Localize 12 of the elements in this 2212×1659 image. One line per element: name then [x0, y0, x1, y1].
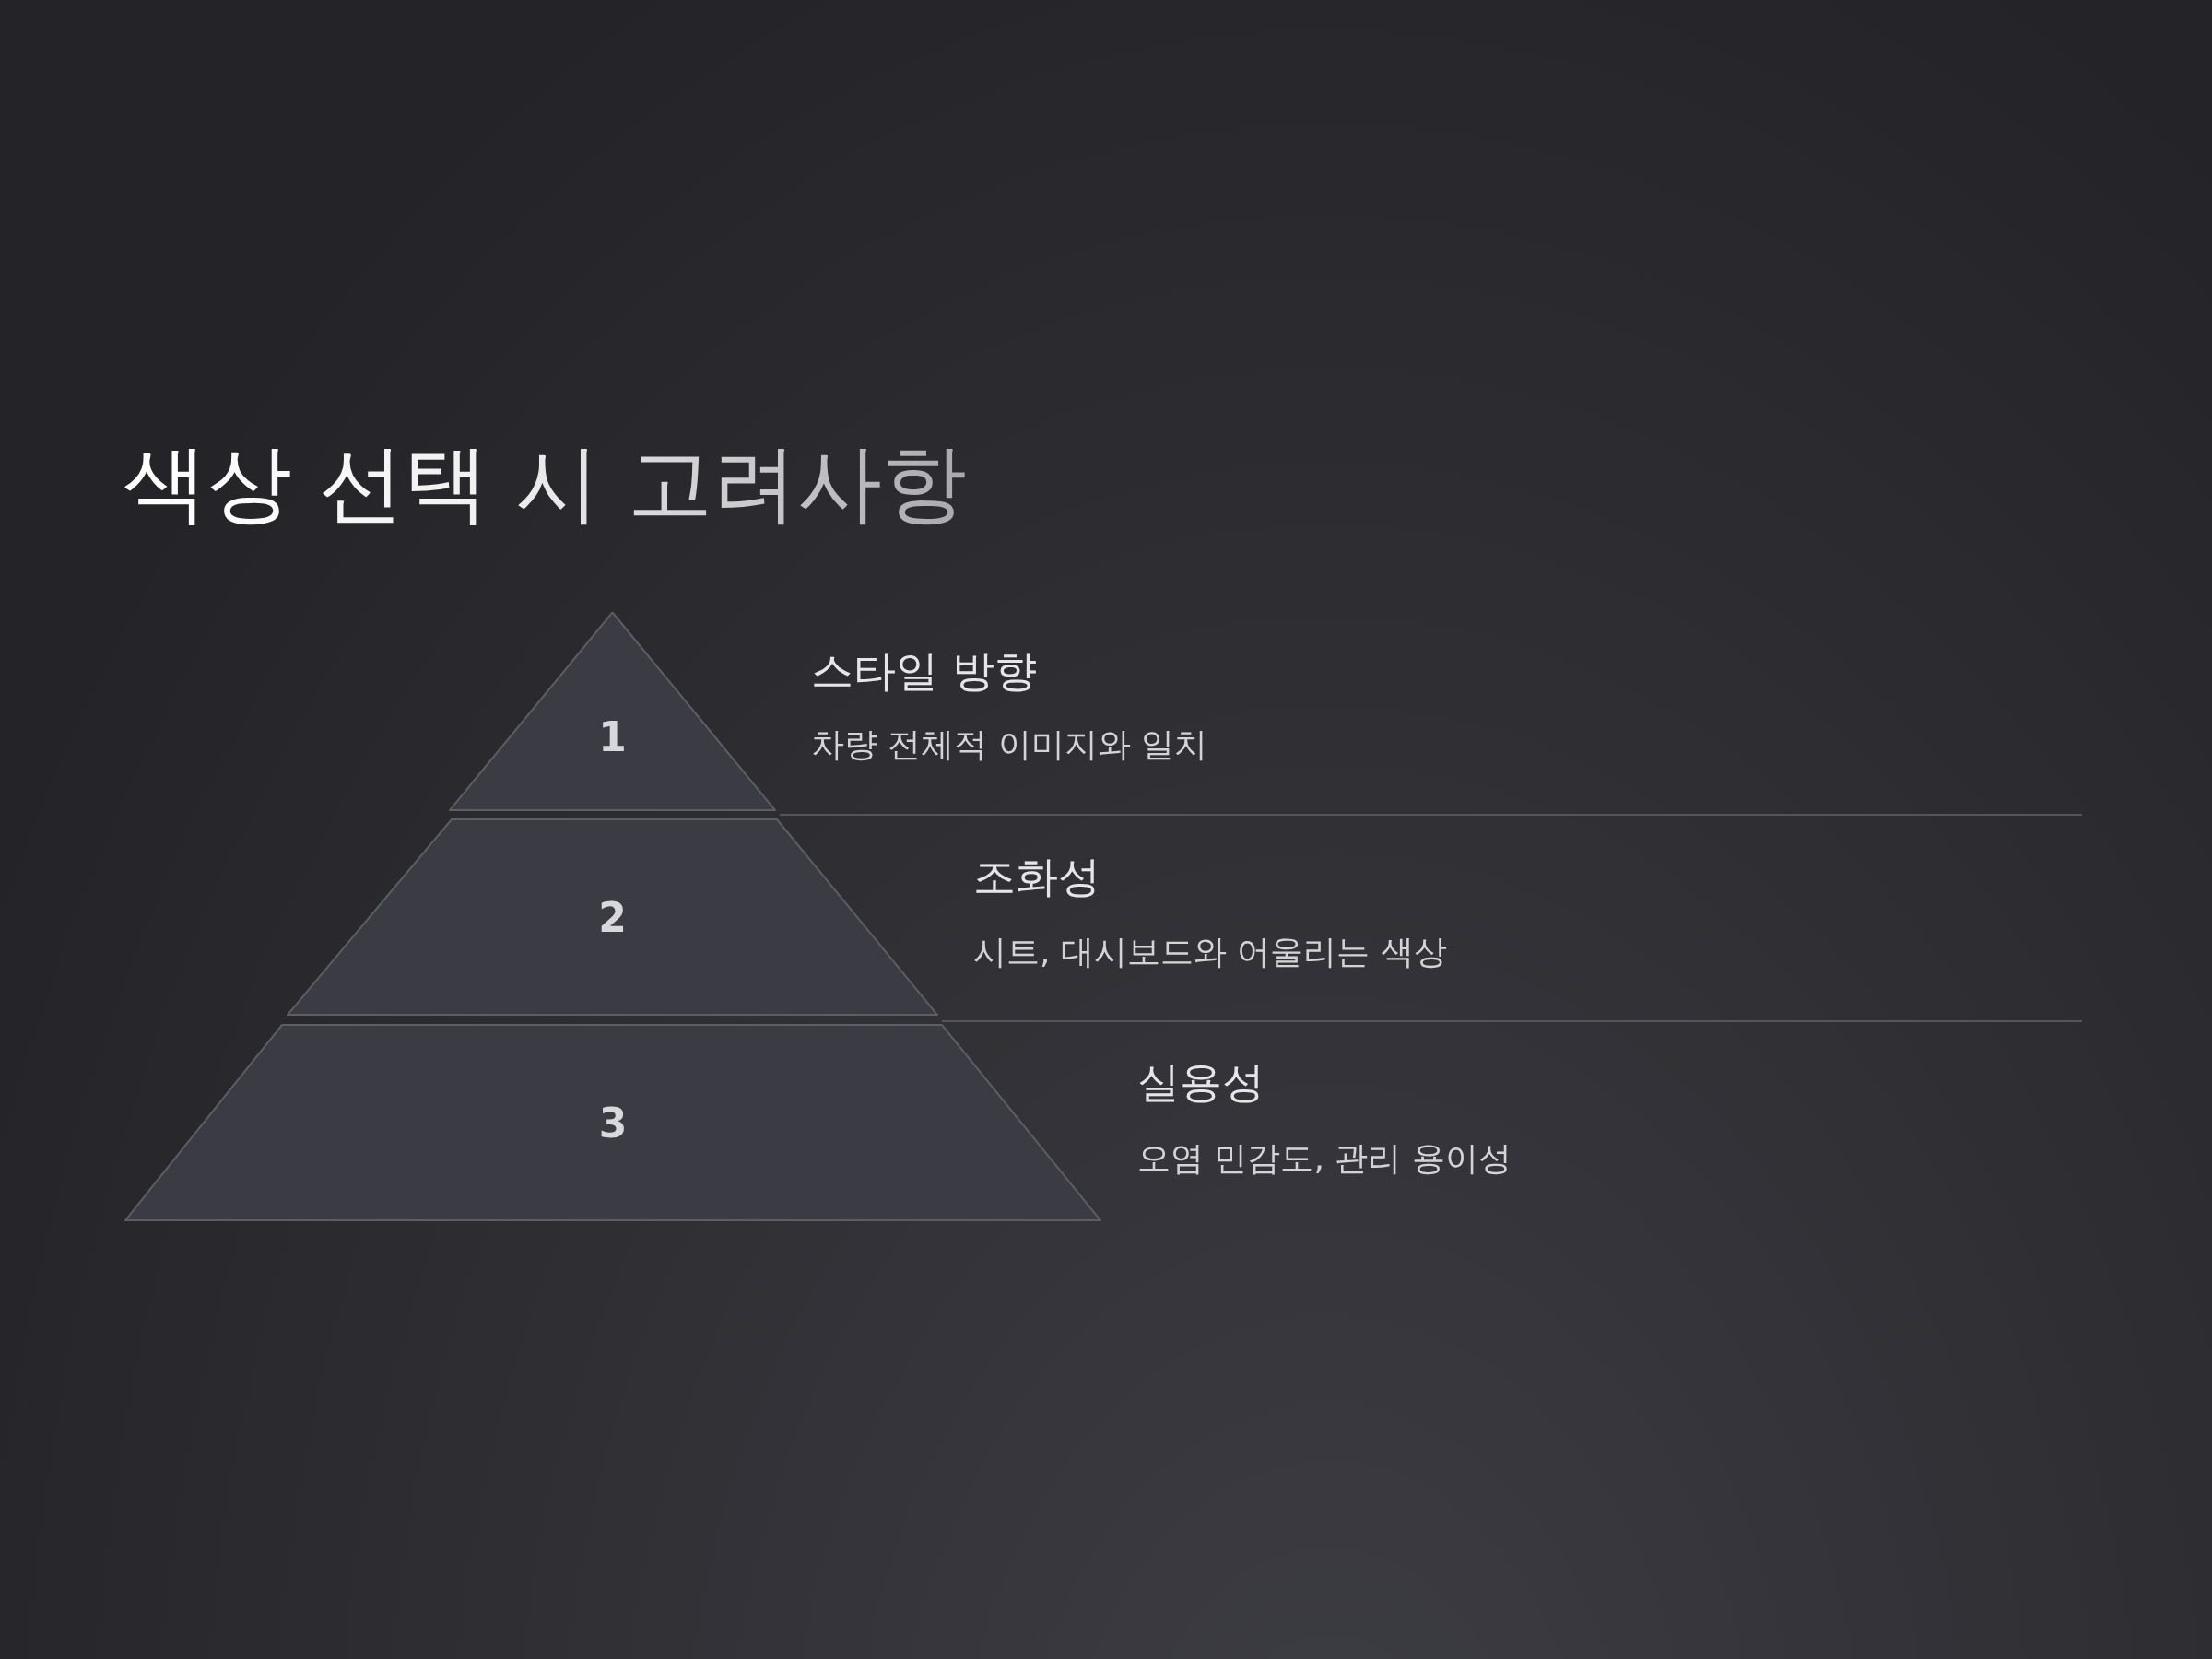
pyramid-tier	[124, 1024, 1101, 1221]
pyramid-tier	[287, 818, 938, 1016]
tier-number: 3	[598, 1099, 628, 1147]
tier-description: 오염 민감도, 관리 용이성	[1137, 1137, 1512, 1179]
tier-description: 차량 전체적 이미지와 일치	[811, 724, 1208, 765]
pyramid-tier	[449, 612, 776, 811]
tier-number: 2	[598, 893, 627, 941]
tier-heading: 조화성	[973, 851, 1100, 903]
tier-description: 시트, 대시보드와 어울리는 색상	[973, 931, 1447, 972]
tier-heading: 스타일 방향	[811, 645, 1037, 698]
tier-number: 1	[598, 712, 627, 760]
tier-heading: 실용성	[1137, 1056, 1265, 1109]
